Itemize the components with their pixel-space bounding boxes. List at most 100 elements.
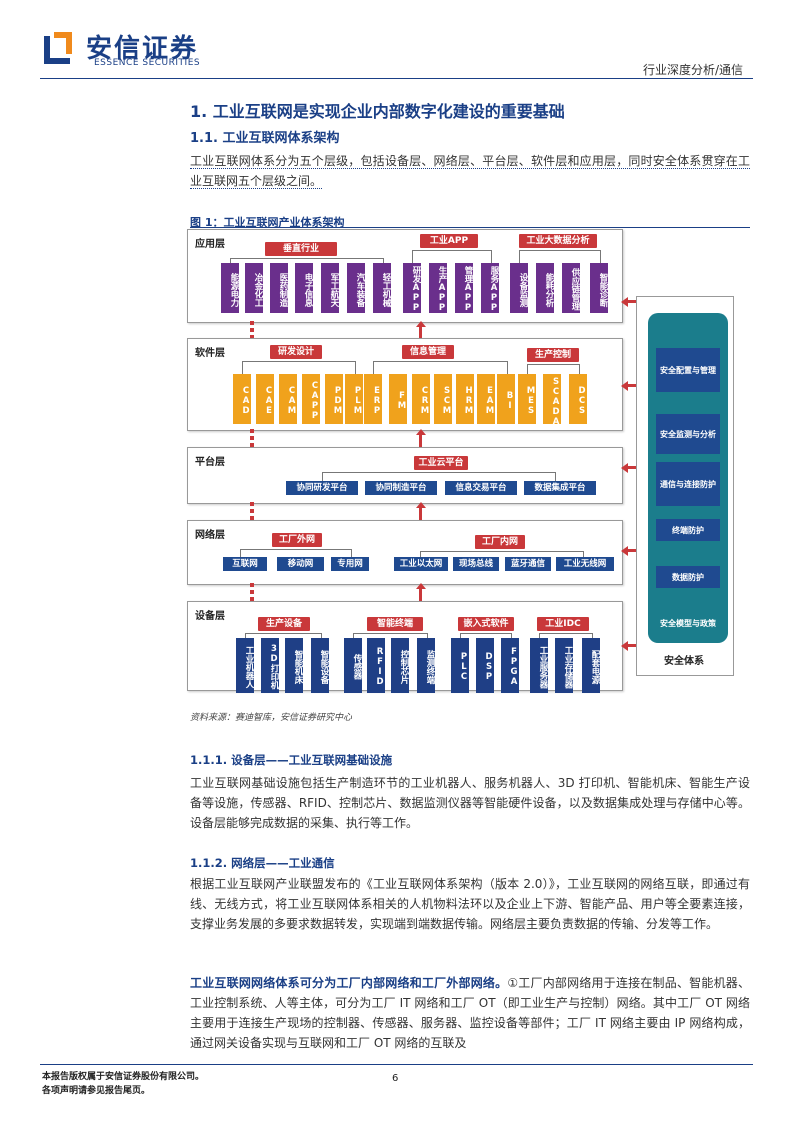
device-group-3-header: 工业IDC [537,617,589,631]
app-item: 轻工机械 [373,263,391,313]
device-item: 工业服务器 [530,638,548,693]
network-group-1-header: 工厂内网 [475,535,525,549]
network-item: 移动网 [277,557,324,571]
network-item: 蓝牙通信 [505,557,551,571]
network-item: 工业以太网 [394,557,448,571]
device-item: 智能设备 [311,638,329,693]
platform-connector [322,472,556,481]
network-item: 专用网 [331,557,369,571]
security-item: 通信与连接防护 [656,462,720,506]
app-item: 医药制造 [270,263,288,313]
device-group-3-connector [539,633,593,639]
security-item: 安全监测与分析 [656,414,720,454]
disclaimer-note: 各项声明请参见报告尾页。 [42,1086,151,1096]
device-item: 监测终端 [417,638,435,693]
software-item: CAM [279,374,297,424]
app-item: 汽车装备 [347,263,365,313]
software-group-0-connector [242,361,356,375]
software-group-1-connector [373,361,508,375]
software-item: CAE [256,374,274,424]
layer-up-arrow-shaft [419,326,422,338]
network-layer-text: 根据工业互联网产业联盟发布的《工业互联网体系架构（版本 2.0）》，工业互联网的… [190,877,750,931]
software-item: CAD [233,374,251,424]
app-item: 冶金化工 [245,263,263,313]
security-link [627,549,636,552]
software-item: CAPP [302,374,320,424]
software-item: DCS [569,374,587,424]
figure-divider [190,227,750,228]
security-item: 安全模型与政策 [660,618,716,628]
security-label: 安全体系 [664,656,704,667]
platform-item: 协同研发平台 [286,481,358,495]
app-group-0-connector [230,258,384,264]
app-item: 服务APP [481,263,499,313]
device-item: 控制芯片 [391,638,409,693]
app-group-2-connector [519,250,601,264]
device-item: 3D打印机 [261,638,279,693]
layer-up-arrow-icon [415,429,426,435]
essence-logo-icon [44,32,72,64]
software-item: MES [518,374,536,424]
app-item: 智能诊断 [590,263,608,313]
platform-item: 信息交易平台 [445,481,517,495]
security-link [627,644,636,647]
device-group-1-connector [353,633,428,639]
device-item: FPGA [501,638,519,693]
software-group-2-header: 生产控制 [527,348,579,362]
app-item: 研发APP [403,263,421,313]
network-item: 工业无线网 [556,557,614,571]
device-layer-heading: 1.1.1. 设备层——工业互联网基础设施 [190,753,393,767]
platform-group-header: 工业云平台 [414,456,468,470]
network-layer-heading: 1.1.2. 网络层——工业通信 [190,856,335,870]
software-group-0-header: 研发设计 [270,345,322,359]
security-link [627,466,636,469]
app-item: 设备监测 [510,263,528,313]
software-item: SCM [434,374,452,424]
security-arrow-icon [621,296,628,307]
app-item: 生产APP [429,263,447,313]
software-item: HRM [456,374,474,424]
network-structure-body: ①工厂内部网络用于连接在制品、智能机器、工业控制系统、人等主体，可分为工厂 IT… [190,976,750,1050]
dashed-link [250,583,254,601]
layer-up-arrow-shaft [419,434,422,447]
page-number: 6 [392,1073,399,1084]
software-item: PDM [325,374,343,424]
software-group-2-connector [527,364,580,375]
network-item: 互联网 [223,557,267,571]
device-group-2-header: 嵌入式软件 [458,617,514,631]
layer-network [187,520,623,585]
security-arrow-icon [621,545,628,556]
security-item: 安全配置与管理 [656,348,720,392]
security-item: 数据防护 [656,566,720,588]
footer-divider [40,1064,753,1065]
device-group-1-header: 智能终端 [367,617,423,631]
software-item: PLM [345,374,363,424]
layer-title-platform: 平台层 [195,457,225,468]
network-group-1-connector [420,551,584,558]
software-group-1-header: 信息管理 [402,345,454,359]
platform-item: 数据集成平台 [524,481,596,495]
layer-up-arrow-icon [415,583,426,589]
app-group-0-header: 垂直行业 [265,242,337,256]
device-item: 工业机器人 [236,638,254,693]
security-item: 终端防护 [656,519,720,541]
header-divider [40,78,753,79]
layer-title-software: 软件层 [195,348,225,359]
device-item: 传感器 [344,638,362,693]
logo-text-en: ESSENCE SECURITIES [94,58,201,68]
software-item: SCADA [543,374,561,427]
network-structure-lead: 工业互联网网络体系可分为工厂内部网络和工厂外部网络。 [190,976,508,990]
platform-item: 协同制造平台 [365,481,437,495]
intro-text: 工业互联网体系分为五个层级，包括设备层、网络层、平台层、软件层和应用层，同时安全… [190,154,750,189]
subsection-title: 1.1. 工业互联网体系架构 [190,131,340,146]
dashed-link [250,502,254,520]
device-group-0-header: 生产设备 [258,617,310,631]
device-item: PLC [451,638,469,693]
security-arrow-icon [621,462,628,473]
figure-title: 图 1：工业互联网产业体系架构 [190,216,345,229]
report-category: 行业深度分析/通信 [642,63,743,77]
layer-up-arrow-shaft [419,588,422,601]
software-item: BI [497,374,515,424]
logo-text-cn: 安信证券 [86,34,199,64]
dashed-link [250,429,254,447]
